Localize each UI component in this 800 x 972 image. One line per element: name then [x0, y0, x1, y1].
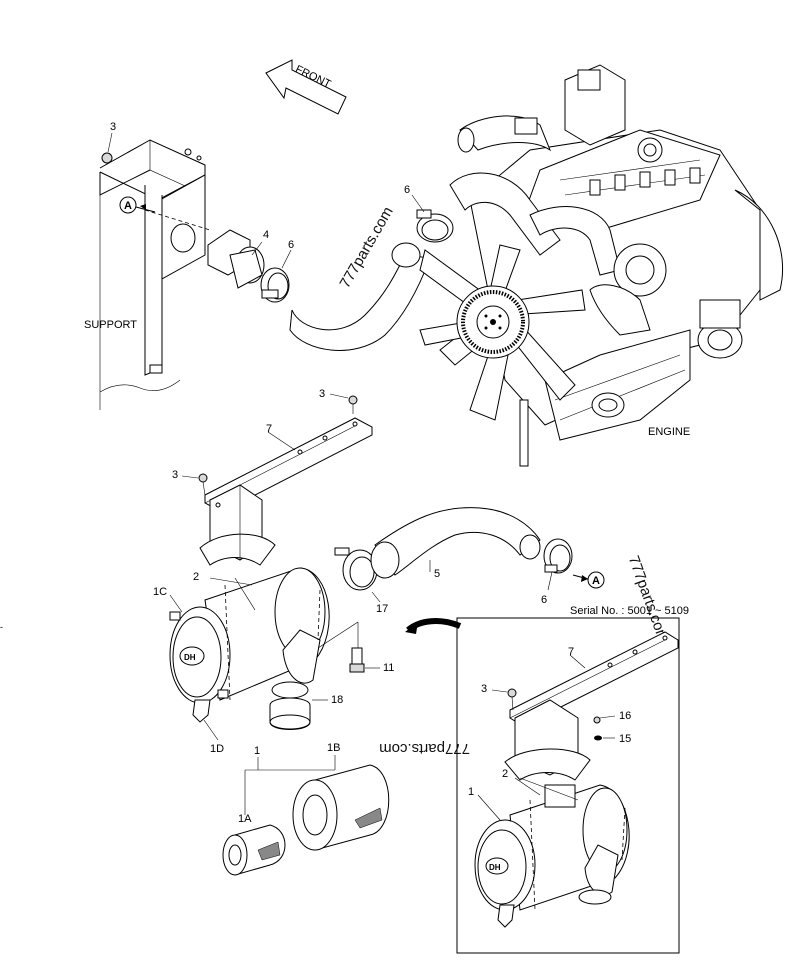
- clamp-6-hose: 6: [404, 184, 454, 243]
- serial-label: Serial No. : 5001 ~ 5109: [570, 605, 689, 617]
- watermark-1: 777parts.com: [337, 204, 397, 291]
- callout-18: 18: [331, 694, 343, 706]
- callout-11: 11: [383, 662, 394, 674]
- callout-1-inset: 1: [468, 786, 474, 798]
- safety-filter-1a: [222, 824, 286, 876]
- callout-15: 15: [619, 733, 631, 745]
- bracket-7: 7: [199, 417, 373, 566]
- callout-6-hose: 6: [404, 184, 410, 196]
- engine-assembly: ENGINE: [419, 64, 784, 467]
- engine-label: ENGINE: [648, 426, 690, 438]
- cooling-fan: [419, 244, 586, 421]
- flange-elbow-4: 4: [207, 229, 269, 289]
- restriction-indicator-11: 11: [317, 621, 394, 674]
- ref-a-right-label: A: [592, 575, 600, 587]
- bolt-3-top: 3: [101, 121, 116, 164]
- watermark-2: 777parts.com: [379, 740, 470, 757]
- svg-text:DH: DH: [184, 653, 196, 662]
- callout-1a: 1A: [238, 813, 252, 825]
- front-arrow: FRONT: [265, 59, 347, 115]
- air-cleaner-1: DH 2 1C 1D: [153, 567, 330, 755]
- callout-17: 17: [376, 603, 388, 615]
- ref-a-left-label: A: [124, 200, 132, 212]
- clamp-6-right: 6: [541, 538, 573, 606]
- callout-1c: 1C: [153, 586, 167, 598]
- callout-7: 7: [266, 423, 272, 435]
- ref-a-left: A: [119, 196, 156, 214]
- ref-a-right: A: [572, 571, 605, 589]
- svg-text:DH: DH: [489, 863, 501, 872]
- clamp-6-left: 6: [260, 239, 294, 303]
- watermark-3: 777parts.com: [625, 553, 672, 644]
- element-callouts: 1 1B 1A: [238, 742, 340, 825]
- cap-18: 18: [269, 694, 343, 730]
- callout-1d: 1D: [210, 743, 224, 755]
- lower-hose-5: 5: [370, 507, 541, 580]
- support-label: SUPPORT: [84, 319, 137, 331]
- callout-3-mid: 3: [319, 388, 325, 400]
- callout-2-inset: 2: [502, 768, 508, 780]
- callout-3-bracket: 3: [172, 469, 178, 481]
- bolt-3-bracket: 3: [172, 469, 208, 496]
- callout-1b: 1B: [327, 742, 340, 754]
- callout-16: 16: [619, 710, 631, 722]
- bolt-3-mid: 3: [319, 388, 358, 414]
- callout-5: 5: [434, 568, 440, 580]
- serial-inset: Serial No. : 5001 ~ 5109 7 3 16 15 DH: [456, 605, 689, 954]
- callout-3-inset: 3: [481, 683, 487, 695]
- callout-1: 1: [254, 745, 260, 757]
- callout-6-right: 6: [541, 594, 547, 606]
- callout-7-inset: 7: [568, 646, 574, 658]
- callout-2: 2: [193, 571, 199, 583]
- primary-filter-1b: [292, 764, 390, 851]
- svg-text:-: -: [0, 622, 3, 632]
- support-frame: SUPPORT: [84, 139, 211, 410]
- callout-4: 4: [263, 229, 269, 241]
- callout-3-top: 3: [110, 121, 116, 133]
- callout-6-left: 6: [288, 239, 294, 251]
